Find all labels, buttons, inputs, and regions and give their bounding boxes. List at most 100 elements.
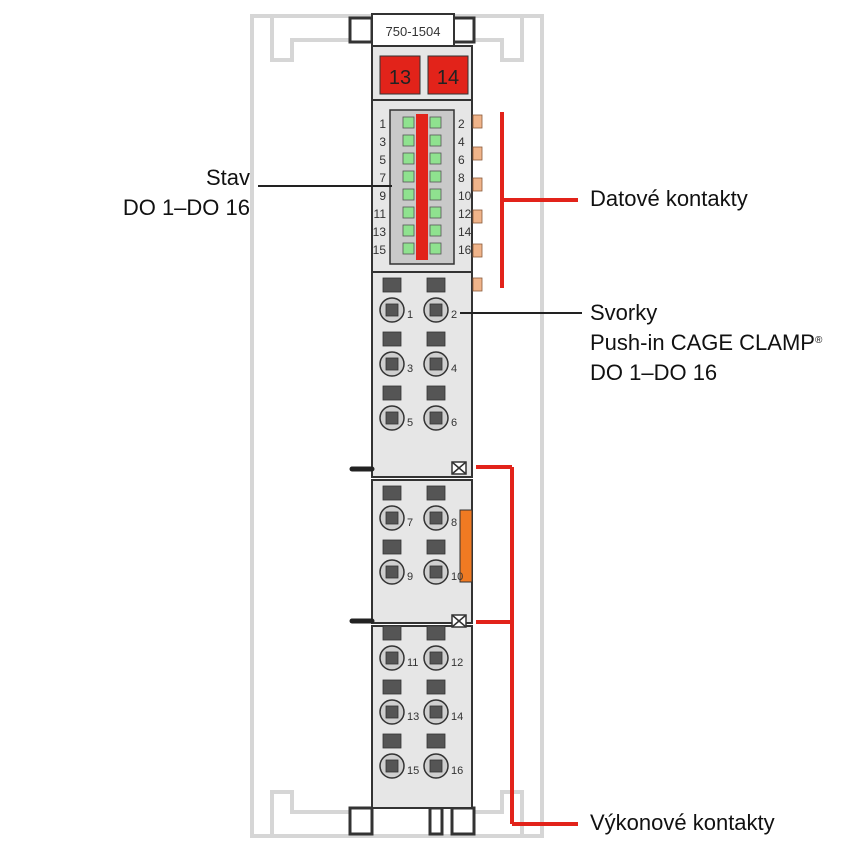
status-label: Stav DO 1–DO 16 <box>100 163 250 223</box>
release-button[interactable] <box>382 733 402 749</box>
release-button[interactable] <box>382 625 402 641</box>
led-1 <box>402 116 415 129</box>
data-contacts-bracket <box>500 112 578 288</box>
registered-mark: ® <box>814 335 823 346</box>
led-number: 6 <box>458 153 465 167</box>
led-number: 5 <box>379 153 386 167</box>
clamp-spring <box>429 565 443 579</box>
terminals-label-line3: DO 1–DO 16 <box>590 360 718 385</box>
terminal-number-right: 14 <box>451 711 463 723</box>
led-number: 3 <box>379 135 386 149</box>
clamp-spring <box>385 759 399 773</box>
led-number: 2 <box>458 117 465 131</box>
led-4 <box>429 134 442 147</box>
clamp-spring <box>385 565 399 579</box>
release-button[interactable] <box>426 733 446 749</box>
data-contact-pin <box>472 114 483 129</box>
led-grid <box>402 116 442 255</box>
data-contact-pin <box>472 243 483 258</box>
led-strip <box>416 114 428 260</box>
terminals-label: Svorky Push-in CAGE CLAMP® DO 1–DO 16 <box>590 298 822 388</box>
led-number: 16 <box>458 243 472 257</box>
terminals-label-line2-text: Push-in CAGE CLAMP <box>590 330 815 355</box>
clamp-spring <box>429 759 443 773</box>
status-label-line2: DO 1–DO 16 <box>122 195 250 220</box>
release-button[interactable] <box>382 385 402 401</box>
data-contacts <box>472 114 483 292</box>
clamp-spring <box>429 511 443 525</box>
release-button[interactable] <box>426 679 446 695</box>
led-number: 12 <box>458 207 472 221</box>
terminal-number-left: 1 <box>407 309 413 321</box>
release-button[interactable] <box>426 331 446 347</box>
terminal-number-left: 15 <box>407 765 419 777</box>
release-button[interactable] <box>426 539 446 555</box>
bottom-clips <box>348 806 476 836</box>
led-number: 7 <box>379 171 386 185</box>
power-contacts-label: Výkonové kontakty <box>590 810 775 835</box>
terminal-number-left: 13 <box>407 711 419 723</box>
release-button[interactable] <box>426 625 446 641</box>
data-contact-pin <box>472 146 483 161</box>
led-number: 8 <box>458 171 465 185</box>
terminal-number-left: 3 <box>407 363 413 375</box>
terminal-number-right: 6 <box>451 417 457 429</box>
release-button[interactable] <box>382 277 402 293</box>
clamp-spring <box>385 705 399 719</box>
data-contacts-label: Datové kontakty <box>590 186 748 211</box>
clamp-spring <box>385 511 399 525</box>
terminal-number-left: 11 <box>407 657 418 669</box>
clamp-spring <box>385 303 399 317</box>
release-button[interactable] <box>382 331 402 347</box>
led-7 <box>402 170 415 183</box>
status-label-line1: Stav <box>205 165 250 190</box>
led-number: 14 <box>458 225 472 239</box>
marker-left-text: 13 <box>389 67 411 89</box>
terminals-label-line1: Svorky <box>590 300 658 325</box>
release-button[interactable] <box>426 277 446 293</box>
led-9 <box>402 188 415 201</box>
clamp-spring <box>385 651 399 665</box>
led-number: 1 <box>379 117 386 131</box>
terminal-number-right: 2 <box>451 309 457 321</box>
power-contact-markers <box>451 461 467 628</box>
led-11 <box>402 206 415 219</box>
clamp-spring <box>429 411 443 425</box>
led-number: 4 <box>458 135 465 149</box>
release-button[interactable] <box>382 539 402 555</box>
terminal-number-right: 8 <box>451 517 457 529</box>
led-12 <box>429 206 442 219</box>
release-button[interactable] <box>382 679 402 695</box>
data-contact-pin <box>472 209 483 224</box>
marker-right <box>427 55 469 95</box>
release-button[interactable] <box>426 485 446 501</box>
marker-right-text: 14 <box>437 67 459 89</box>
led-number: 9 <box>379 189 386 203</box>
terminal-number-right: 16 <box>451 765 463 777</box>
power-contacts-bracket <box>476 465 578 826</box>
clamp-spring <box>429 303 443 317</box>
led-6 <box>429 152 442 165</box>
marker-left <box>379 55 421 95</box>
led-8 <box>429 170 442 183</box>
led-13 <box>402 224 415 237</box>
led-2 <box>429 116 442 129</box>
terminal-number-left: 7 <box>407 517 413 529</box>
led-16 <box>429 242 442 255</box>
led-14 <box>429 224 442 237</box>
led-5 <box>402 152 415 165</box>
led-number: 10 <box>458 189 472 203</box>
terminals-label-line2: Push-in CAGE CLAMP® <box>590 328 822 358</box>
data-contact-pin <box>472 177 483 192</box>
release-button[interactable] <box>382 485 402 501</box>
release-button[interactable] <box>426 385 446 401</box>
led-number: 11 <box>374 207 387 221</box>
led-10 <box>429 188 442 201</box>
terminal-number-right: 4 <box>451 363 457 375</box>
clamp-spring <box>385 357 399 371</box>
power-jumper <box>459 509 473 583</box>
data-contact-pin <box>472 277 483 292</box>
